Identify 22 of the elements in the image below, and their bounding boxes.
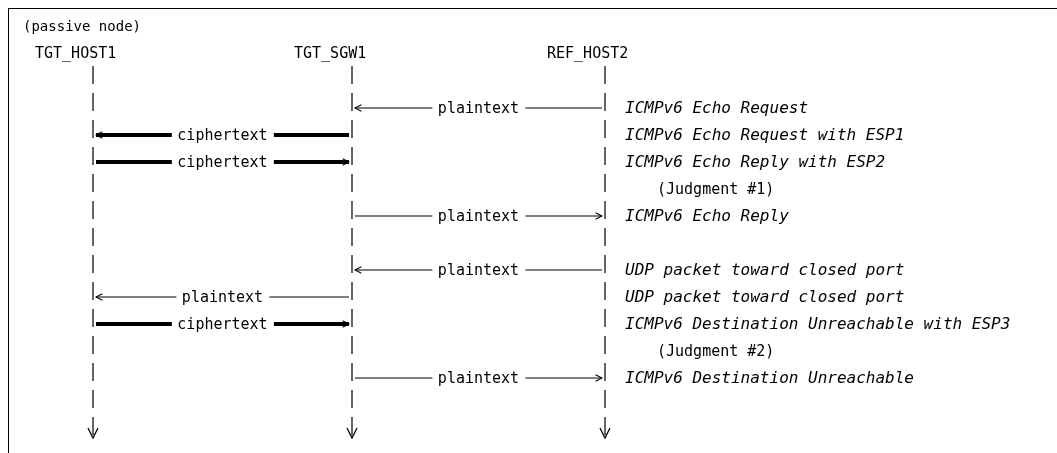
message-label: ICMPv6 Echo Request bbox=[625, 98, 809, 118]
judgment-note: (Judgment #1) bbox=[657, 179, 775, 199]
message-label: ICMPv6 Destination Unreachable bbox=[625, 368, 914, 388]
message-label: ICMPv6 Echo Request with ESP1 bbox=[625, 125, 905, 145]
edge-label: plaintext bbox=[431, 99, 526, 117]
edge-label: plaintext bbox=[431, 261, 526, 279]
judgment-note: (Judgment #2) bbox=[657, 341, 775, 361]
edge-label: plaintext bbox=[175, 288, 270, 306]
message-label: UDP packet toward closed port bbox=[625, 260, 905, 280]
message-label: ICMPv6 Destination Unreachable with ESP3 bbox=[625, 314, 1011, 334]
edge-label: plaintext bbox=[431, 369, 526, 387]
node-note: (passive node) bbox=[23, 17, 141, 36]
lifeline-name: REF_HOST2 bbox=[547, 43, 629, 64]
message-label: UDP packet toward closed port bbox=[625, 287, 905, 307]
edge-label: ciphertext bbox=[171, 126, 274, 144]
edge-label: ciphertext bbox=[171, 315, 274, 333]
message-label: ICMPv6 Echo Reply bbox=[625, 206, 789, 226]
edge-label: ciphertext bbox=[171, 153, 274, 171]
lifeline-name: TGT_SGW1 bbox=[294, 43, 367, 64]
edge-label: plaintext bbox=[431, 207, 526, 225]
message-label: ICMPv6 Echo Reply with ESP2 bbox=[625, 152, 886, 172]
lifeline-name: TGT_HOST1 bbox=[35, 43, 117, 64]
